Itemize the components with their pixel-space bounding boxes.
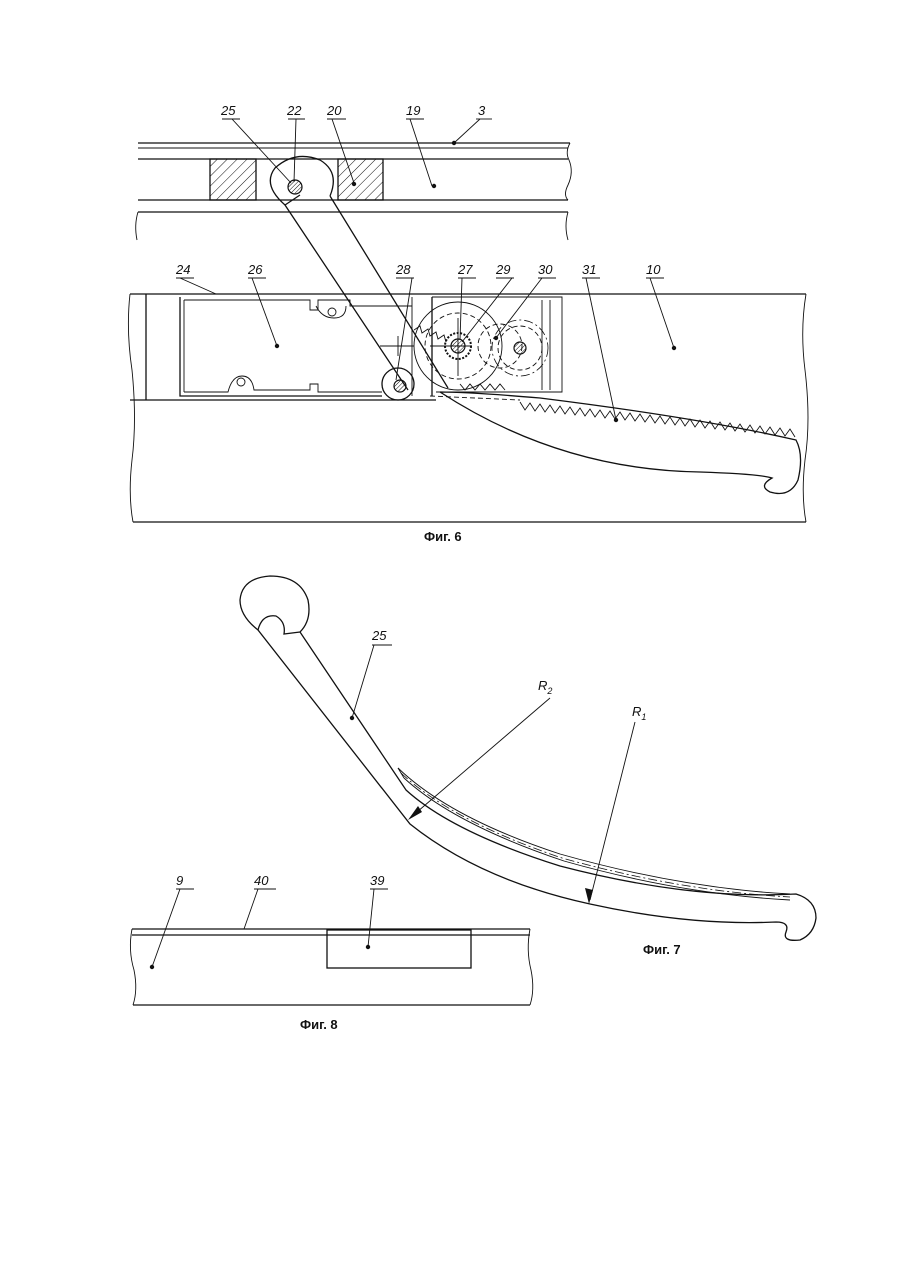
- label-r1: R1: [632, 704, 646, 722]
- figure-6-caption: Фиг. 6: [424, 529, 462, 544]
- fig6-leader-dots: [275, 141, 676, 422]
- lower-body-10: [128, 294, 808, 522]
- label-20: 20: [326, 103, 342, 118]
- r1-arrowhead: [585, 888, 593, 904]
- label-30: 30: [538, 262, 553, 277]
- label-40: 40: [254, 873, 269, 888]
- label-r2-letter: R: [538, 678, 547, 693]
- label-3: 3: [478, 103, 486, 118]
- r2-arrowhead: [408, 806, 422, 820]
- label-39: 39: [370, 873, 384, 888]
- figure-7: 25 R2 R1 Фиг. 7: [240, 576, 816, 957]
- label-28: 28: [395, 262, 411, 277]
- label-22: 22: [286, 103, 302, 118]
- block-left: [210, 159, 256, 200]
- label-19: 19: [406, 103, 420, 118]
- figure-8-caption: Фиг. 8: [300, 1017, 338, 1032]
- label-29: 29: [495, 262, 510, 277]
- figure-6: 25 22 20 19 3 24 26 28 27 29 30 31 10 Фи…: [128, 103, 808, 544]
- lever-25-detail: [240, 576, 816, 940]
- label-25-fig7: 25: [371, 628, 387, 643]
- groove-inner: [404, 778, 790, 900]
- groove-outer: [398, 768, 790, 894]
- r2-leader: [410, 698, 550, 818]
- label-10: 10: [646, 262, 661, 277]
- label-25: 25: [220, 103, 236, 118]
- insert-39: [327, 930, 471, 968]
- label-9: 9: [176, 873, 183, 888]
- figure-7-caption: Фиг. 7: [643, 942, 681, 957]
- housing-26: [180, 297, 562, 396]
- label-r1-sub: 1: [641, 712, 646, 722]
- label-27: 27: [457, 262, 473, 277]
- label-24: 24: [175, 262, 190, 277]
- block-20: [338, 159, 383, 200]
- label-31: 31: [582, 262, 596, 277]
- figure-8: 9 40 39 Фиг. 8: [130, 873, 532, 1032]
- label-r1-letter: R: [632, 704, 641, 719]
- label-r2: R2: [538, 678, 552, 696]
- label-r2-sub: 2: [546, 686, 552, 696]
- gear-27-29-30: [414, 302, 548, 390]
- label-26: 26: [247, 262, 263, 277]
- rack-31: [430, 384, 801, 494]
